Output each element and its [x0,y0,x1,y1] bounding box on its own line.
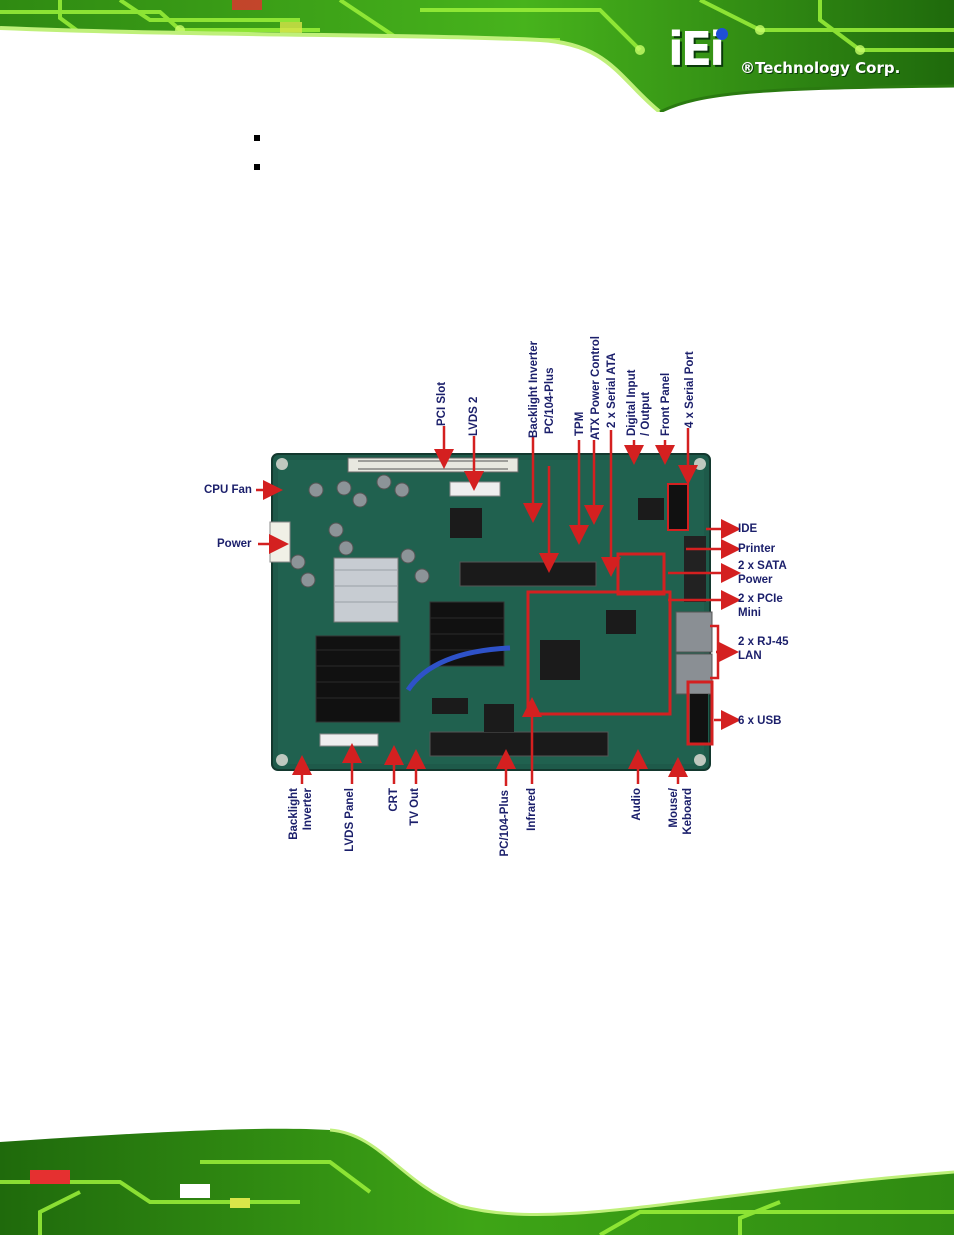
footer-banner [0,1122,954,1235]
label-digital-io-1: Digital Input [626,369,638,436]
logo-text: ®Technology Corp. [740,59,901,77]
label-tpm: TPM [574,411,586,436]
label-front-panel: Front Panel [660,372,672,436]
circuit-board-footer-graphic [0,1128,954,1235]
label-audio: Audio [631,788,643,821]
label-lvds2: LVDS 2 [468,396,480,436]
label-cpu-fan: CPU Fan [204,484,252,496]
label-rj45-2: LAN [738,650,762,662]
label-mouse-1: Mouse/ [668,788,680,828]
label-pc104-plus-top: PC/104-Plus [544,367,556,434]
label-power: Power [217,538,252,550]
company-logo: iEi ®Technology Corp. [668,26,938,86]
label-rj45-1: 2 x RJ-45 [738,636,789,648]
motherboard-figure: CPU Fan Power PCI Slot LVDS 2 Backlight … [198,330,798,860]
label-serial-port: 4 x Serial Port [684,351,696,428]
label-backlight-1: Backlight [288,788,300,840]
label-ide: IDE [738,523,758,535]
logo-dot-icon [716,28,728,40]
label-backlight-2: Inverter [302,788,314,831]
label-usb: 6 x USB [738,715,782,727]
motherboard-illustration [256,426,741,786]
label-lvds-panel: LVDS Panel [344,788,356,852]
label-backlight-inverter-top: Backlight Inverter [528,340,540,438]
label-printer: Printer [738,543,776,555]
bullet-marker-2 [254,164,260,170]
label-pcie-mini-1: 2 x PCIe [738,593,783,605]
label-pci-slot: PCI Slot [436,381,448,426]
logo-mark: iEi [668,22,725,76]
label-digital-io-2: / Output [640,391,652,436]
label-crt: CRT [388,788,400,812]
header-banner: iEi ®Technology Corp. [0,0,954,112]
label-atx-power-control: ATX Power Control [590,336,602,440]
label-tv-out: TV Out [409,788,421,826]
label-sata-power-1: 2 x SATA [738,560,787,572]
label-infrared: Infrared [526,788,538,831]
label-pcie-mini-2: Mini [738,607,761,619]
label-serial-ata: 2 x Serial ATA [606,352,618,428]
label-mouse-2: Keboard [682,788,694,835]
circuit-board-header-graphic [0,0,954,112]
bullet-marker-1 [254,135,260,141]
label-sata-power-2: Power [738,574,773,586]
label-pc104-plus-bottom: PC/104-Plus [499,790,511,857]
